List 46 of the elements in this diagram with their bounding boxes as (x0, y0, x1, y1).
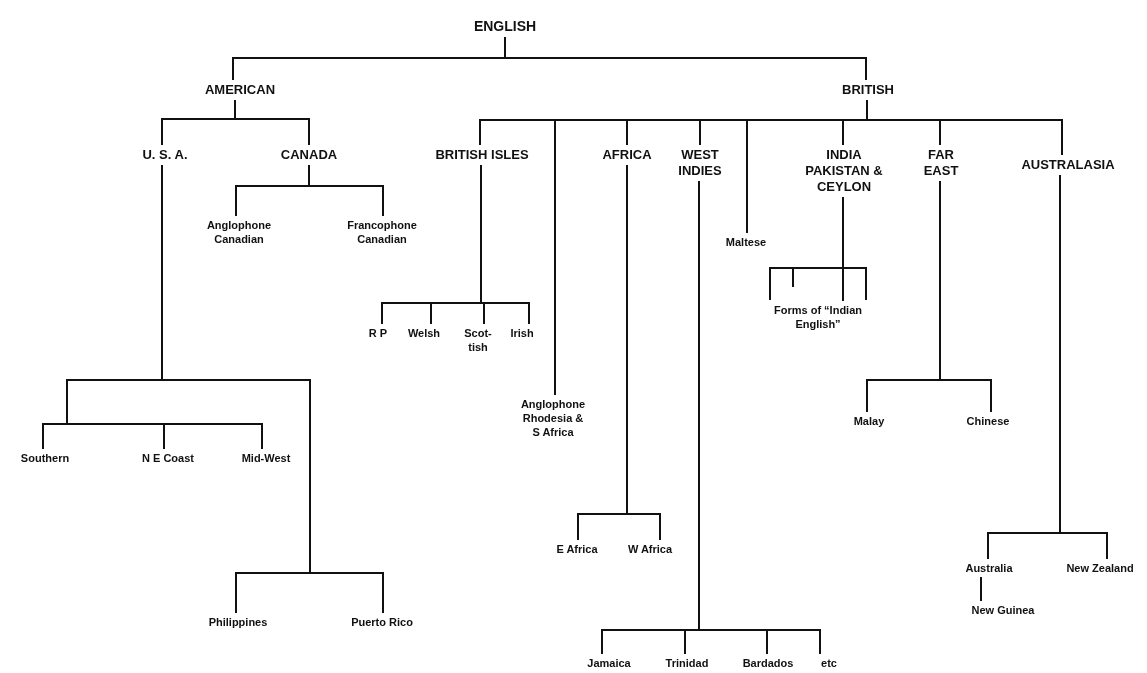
tree-line (626, 164, 661, 541)
variety-label: Australia (964, 561, 1014, 575)
variety-label: Trinidad (664, 656, 710, 670)
group-heading: WEST INDIES (677, 147, 723, 179)
tree-line (308, 164, 384, 217)
group-heading: AUSTRALASIA (1020, 157, 1116, 173)
tree-line (939, 180, 992, 413)
tree-line (980, 576, 982, 602)
variety-label: Scot- tish (463, 326, 493, 354)
variety-label: Anglophone Canadian (205, 218, 273, 246)
tree-line (504, 36, 867, 81)
variety-label: W Africa (626, 542, 674, 556)
group-heading: BRITISH (841, 82, 895, 98)
variety-label: N E Coast (141, 451, 195, 465)
variety-label: New Zealand (1065, 561, 1135, 575)
group-heading: INDIA PAKISTAN & CEYLON (804, 147, 884, 195)
variety-label: Bardados (741, 656, 795, 670)
variety-label: Welsh (406, 326, 442, 340)
variety-label: Malay (852, 414, 886, 428)
tree-line (842, 196, 844, 302)
tree-line (1059, 174, 1108, 560)
variety-label: Southern (19, 451, 71, 465)
group-heading: ENGLISH (472, 18, 538, 35)
variety-label: Jamaica (586, 656, 632, 670)
variety-label: Chinese (965, 414, 1011, 428)
variety-label: Forms of “Indian English” (773, 303, 863, 331)
variety-label: Irish (509, 326, 535, 340)
group-heading: BRITISH ISLES (434, 147, 530, 163)
group-heading: CANADA (279, 147, 339, 163)
group-heading: FAR EAST (922, 147, 960, 179)
variety-label: etc (820, 656, 838, 670)
variety-label: R P (367, 326, 389, 340)
variety-label: Philippines (207, 615, 269, 629)
tree-line (161, 164, 384, 614)
variety-label: Anglophone Rhodesia & S Africa (519, 397, 587, 439)
tree-line (234, 99, 310, 146)
group-heading: U. S. A. (141, 147, 189, 163)
variety-label: Puerto Rico (350, 615, 414, 629)
tree-line (698, 180, 821, 655)
group-heading: AMERICAN (203, 82, 277, 98)
variety-label: New Guinea (970, 603, 1036, 617)
group-heading: AFRICA (601, 147, 653, 163)
variety-label: Maltese (724, 235, 768, 249)
variety-label: Mid-West (240, 451, 292, 465)
variety-label: E Africa (555, 542, 599, 556)
variety-label: Francophone Canadian (346, 218, 418, 246)
